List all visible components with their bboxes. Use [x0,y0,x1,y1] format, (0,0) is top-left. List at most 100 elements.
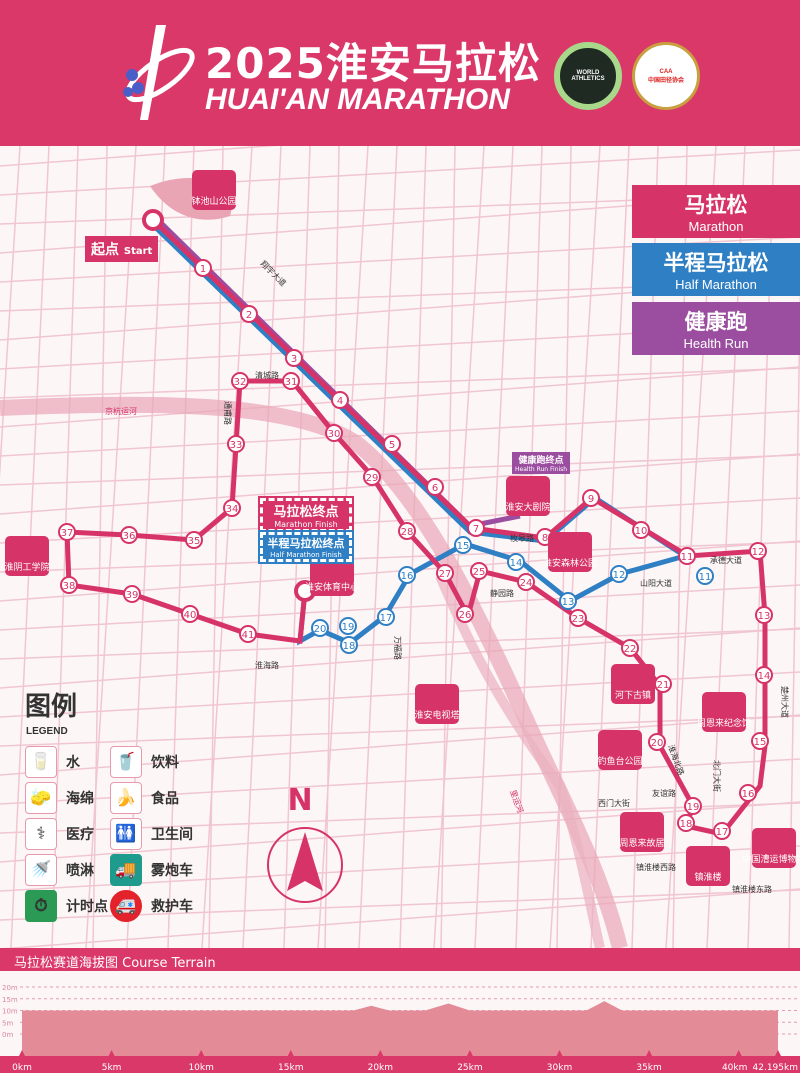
marathon-km-marker-label: 34 [226,504,239,515]
half-km-marker-circle [340,636,358,654]
marathon-km-marker: 2 [240,305,258,323]
half-km-marker-label: 19 [342,622,355,633]
street-label: 静园路 [490,588,514,598]
inner-canal [435,574,605,948]
marathon-km-marker: 6 [426,478,444,496]
half-km-marker-label: 13 [562,597,575,608]
marathon-km-marker: 18 [677,814,695,832]
marathon-km-marker-label: 38 [63,581,76,592]
landmark-label: 镇淮楼 [694,871,721,883]
marathon-km-marker-circle [240,305,258,323]
marathon-km-marker-label: 9 [588,494,594,505]
terrain-tick-mark [466,1050,473,1056]
landmark-box[interactable]: 淮阴工学院 [4,536,50,576]
terrain-x-tick: 20km [368,1063,393,1073]
terrain-tick-mark [198,1050,205,1056]
landmark-box[interactable]: 中国漕运博物馆 [742,828,800,868]
landmark-label: 中国漕运博物馆 [742,853,800,865]
landmark-label: 淮安森林公园 [543,557,597,569]
half-km-marker-label: 12 [613,570,626,581]
legend-item-label: 雾炮车 [151,863,193,879]
landmark-icon [752,828,796,868]
marathon-km-marker-circle [678,547,696,565]
half-km-marker-circle [696,567,714,585]
marathon-km-marker: 41 [239,625,257,643]
terrain-y-tick: 15m [2,996,18,1004]
timer-icon: ⏱ [25,890,57,922]
landmark-box[interactable]: 淮安电视塔 [414,684,460,724]
legend-marathon: 马拉松 Marathon [632,185,800,238]
landmark-box[interactable]: 淮安体育中心 [305,556,359,596]
marathon-km-marker-label: 26 [459,610,472,621]
marathon-km-marker: 9 [582,489,600,507]
marathon-km-marker: 30 [325,424,343,442]
marathon-km-marker-circle [185,531,203,549]
landmark-box[interactable]: 钓鱼台公园 [597,730,643,770]
marathon-km-marker: 29 [363,468,381,486]
marathon-km-marker: 11 [678,547,696,565]
half-km-marker-label: 11 [699,572,712,583]
legend-item: ⏱计时点 [25,890,108,922]
landmark-box[interactable]: 淮安大剧院 [505,476,551,516]
marathon-km-marker-label: 4 [337,396,343,407]
legend-item-label: 救护车 [151,899,193,915]
landmark-box[interactable]: 镇淮楼 [686,846,730,886]
half-km-marker-circle [311,619,329,637]
marathon-km-marker-label: 1 [200,264,206,275]
legend-subtitle: LEGEND [26,726,68,737]
half-km-marker-label: 16 [401,571,414,582]
landmark-box[interactable]: 周恩来故居 [619,812,665,852]
landmark-box[interactable]: 周恩来纪念馆 [697,692,751,732]
legend-item-label: 水 [66,755,80,771]
marathon-km-marker-label: 27 [439,569,452,580]
landmark-box[interactable]: 河下古镇 [611,664,655,704]
legend-item: 🚿喷淋 [25,854,94,886]
landmark-label: 淮安电视塔 [414,709,459,721]
legend-marathon-cn: 马拉松 [684,193,748,217]
marathon-km-marker-circle [120,526,138,544]
half-km-marker-label: 20 [314,624,327,635]
marathon-km-marker-circle [194,259,212,277]
start-point[interactable] [142,209,164,231]
landmark-box[interactable]: 钵池山公园 [191,170,237,210]
street-label: 里运河 [508,788,526,814]
landmark-icon [415,684,459,724]
marathon-km-marker-label: 33 [230,440,243,451]
marathon-km-marker: 40 [181,605,199,623]
marathon-km-marker-circle [517,573,535,591]
terrain-x-tick: 42.195km [753,1063,798,1073]
marathon-km-marker-circle [58,523,76,541]
landmark-label: 周恩来故居 [619,837,664,849]
terrain-x-tick: 40km [722,1063,747,1073]
marathon-km-marker-circle [569,609,587,627]
marathon-km-marker-label: 17 [716,827,729,838]
street-label: 淮海路 [255,660,279,670]
landmark-icon [548,532,592,572]
marathon-km-marker-circle [363,468,381,486]
marathon-km-marker: 39 [123,585,141,603]
legend-marathon-en: Marathon [688,219,744,234]
street-label: 清城路 [255,370,279,380]
health-finish-cn: 健康跑终点 [518,456,564,466]
marathon-km-marker-circle [755,666,773,684]
marathon-km-marker-label: 5 [389,440,395,451]
half-km-marker-label: 18 [343,641,356,652]
terrain-y-tick: 10m [2,1008,18,1016]
street-label: 万福路 [393,636,403,660]
marathon-km-marker-label: 21 [657,680,670,691]
landmark-box[interactable]: 淮安森林公园 [543,532,597,572]
sponge-icon: 🧽 [25,782,57,814]
marathon-km-marker: 21 [654,675,672,693]
terrain-y-tick: 5m [2,1019,13,1027]
half-km-marker: 14 [507,553,525,571]
landmark-icon [192,170,236,210]
marathon-km-marker-circle [227,435,245,453]
marathon-km-marker-label: 6 [432,483,438,494]
marathon-km-marker-label: 28 [401,527,414,538]
start-label: 起点 Start [85,236,159,262]
marathon-km-marker-circle [684,797,702,815]
